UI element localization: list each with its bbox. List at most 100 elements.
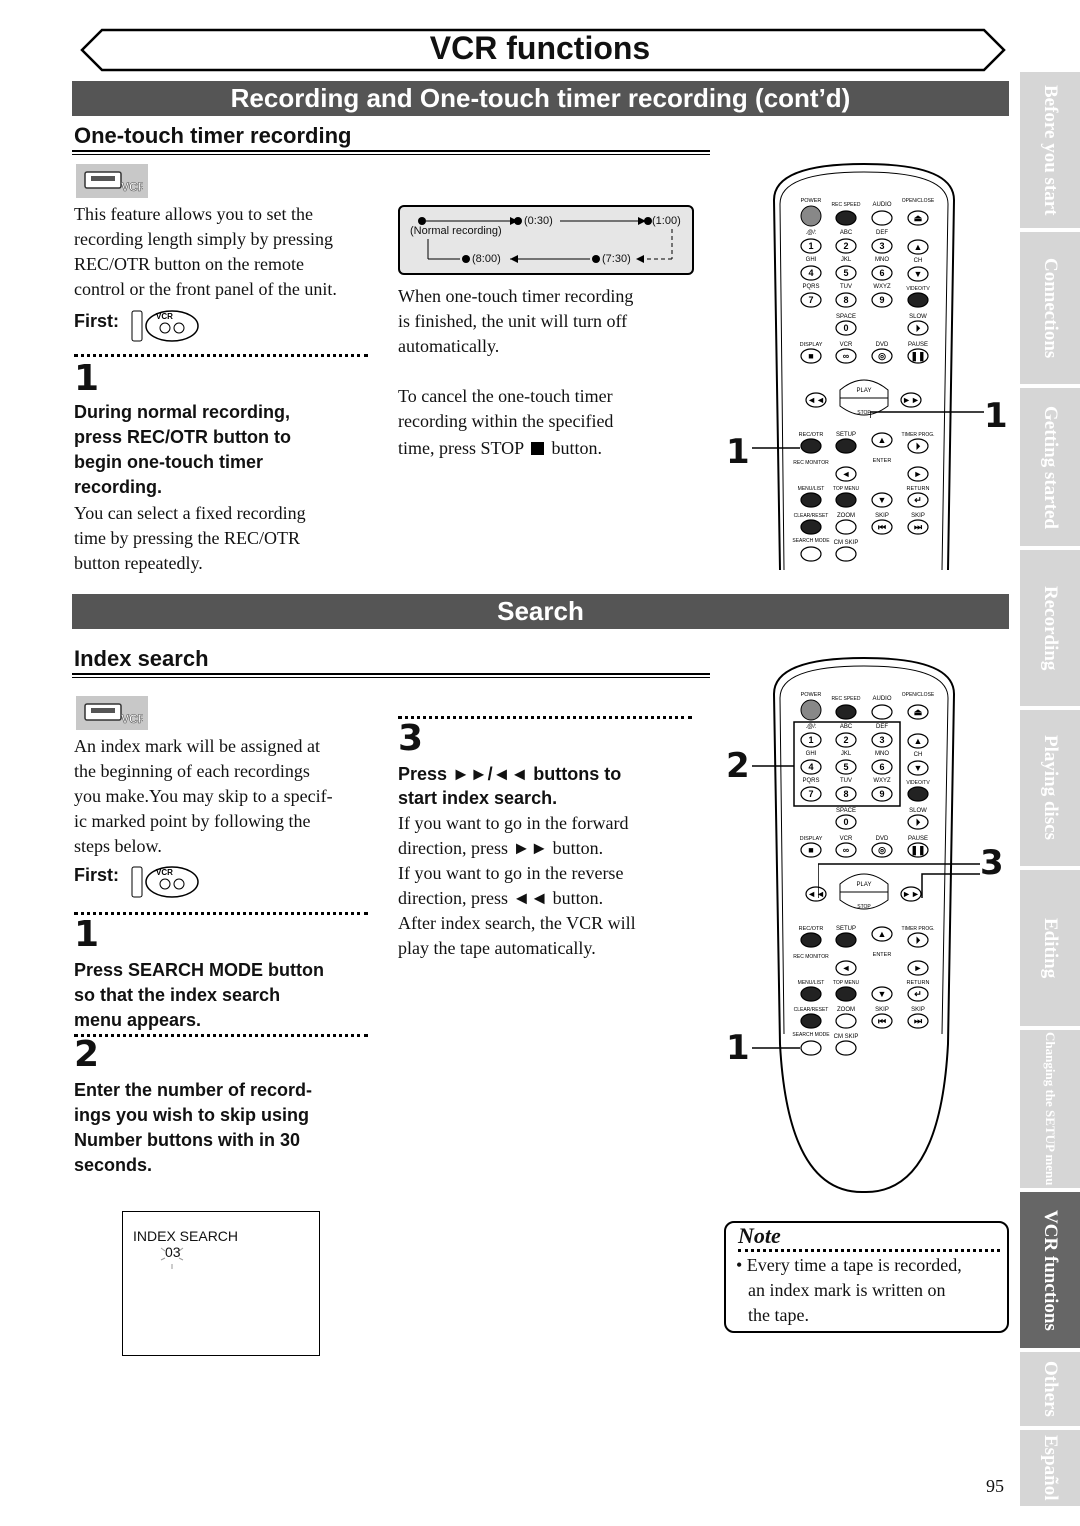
top-menu-button[interactable] — [835, 492, 857, 508]
rec-otr-button[interactable] — [800, 932, 822, 948]
number-button-2[interactable]: 2 — [835, 732, 857, 748]
timer-prog-button[interactable]: ⏵ — [907, 932, 929, 948]
ch-down-button[interactable]: ▼ — [907, 760, 929, 776]
left-button[interactable]: ◄ — [835, 466, 857, 482]
vcr-button[interactable]: ∞ — [835, 348, 857, 364]
video-tv-button[interactable] — [907, 292, 929, 308]
number-button-8[interactable]: 8 — [835, 292, 857, 308]
return-button[interactable]: ↵ — [907, 986, 929, 1002]
number-button-0[interactable]: 0 — [835, 814, 857, 830]
down-button[interactable]: ▼ — [871, 492, 893, 508]
number-button-4[interactable]: 4 — [800, 759, 822, 775]
left-button[interactable]: ◄ — [835, 960, 857, 976]
svg-text:▲: ▲ — [878, 929, 887, 939]
audio-button[interactable] — [871, 704, 893, 720]
number-button-8[interactable]: 8 — [835, 786, 857, 802]
side-tab-recording[interactable]: Recording — [1020, 550, 1080, 706]
rec-speed-button[interactable] — [835, 704, 857, 720]
remote-label: OPEN/CLOSE — [902, 198, 935, 204]
clear-reset-button[interactable] — [800, 1013, 822, 1029]
number-button-6[interactable]: 6 — [871, 759, 893, 775]
clear-reset-button[interactable] — [800, 519, 822, 535]
pause-button[interactable]: ❚❚ — [907, 842, 929, 858]
number-button-0[interactable]: 0 — [835, 320, 857, 336]
cm-skip-button[interactable] — [835, 1040, 857, 1056]
number-button-7[interactable]: 7 — [800, 786, 822, 802]
remote-label: CM SKIP — [834, 1034, 859, 1040]
zoom-button[interactable] — [835, 519, 857, 535]
rec-speed-button[interactable] — [835, 210, 857, 226]
number-button-4[interactable]: 4 — [800, 265, 822, 281]
number-button-2[interactable]: 2 — [835, 238, 857, 254]
right-button[interactable]: ► — [907, 960, 929, 976]
power-button[interactable] — [800, 205, 822, 227]
up-button[interactable]: ▲ — [871, 926, 893, 942]
down-button[interactable]: ▼ — [871, 986, 893, 1002]
svg-text:4: 4 — [808, 762, 813, 772]
skip-back-button[interactable]: ⏮ — [871, 519, 893, 535]
dvd-button[interactable]: ◎ — [871, 348, 893, 364]
callout-line-3 — [818, 863, 980, 898]
open-close-button[interactable]: ⏏ — [907, 704, 929, 720]
number-button-6[interactable]: 6 — [871, 265, 893, 281]
right-button[interactable]: ► — [907, 466, 929, 482]
number-button-1[interactable]: 1 — [800, 732, 822, 748]
search-mode-button[interactable] — [800, 546, 822, 562]
rec-otr-button[interactable] — [800, 438, 822, 454]
rewind-button[interactable]: ◄◄ — [805, 886, 827, 902]
side-tab-before-you-start[interactable]: Before you start — [1020, 72, 1080, 228]
zoom-button[interactable] — [835, 1013, 857, 1029]
transport-pad[interactable] — [839, 873, 889, 910]
setup-button[interactable] — [835, 932, 857, 948]
side-tab-setup-menu[interactable]: Changing the SETUP menu — [1020, 1030, 1080, 1188]
vcr-badge: VCR — [76, 696, 148, 730]
number-button-7[interactable]: 7 — [800, 292, 822, 308]
search-mode-button[interactable] — [800, 1040, 822, 1056]
side-tab-playing-discs[interactable]: Playing discs — [1020, 710, 1080, 866]
skip-forward-button[interactable]: ⏭ — [907, 519, 929, 535]
number-button-5[interactable]: 5 — [835, 265, 857, 281]
number-button-3[interactable]: 3 — [871, 238, 893, 254]
rewind-button[interactable]: ◄◄ — [805, 392, 827, 408]
top-menu-button[interactable] — [835, 986, 857, 1002]
video-tv-button[interactable] — [907, 786, 929, 802]
slow-button[interactable]: ⏵ — [907, 320, 929, 336]
transport-pad[interactable] — [839, 379, 889, 416]
display-button[interactable]: ■ — [800, 842, 822, 858]
number-button-9[interactable]: 9 — [871, 786, 893, 802]
fast-forward-button[interactable]: ►► — [900, 392, 922, 408]
number-button-3[interactable]: 3 — [871, 732, 893, 748]
remote-label: GHI — [806, 257, 817, 263]
side-tab-editing[interactable]: Editing — [1020, 870, 1080, 1026]
vcr-button[interactable]: ∞ — [835, 842, 857, 858]
cm-skip-button[interactable] — [835, 546, 857, 562]
skip-back-button[interactable]: ⏮ — [871, 1013, 893, 1029]
menu-list-button[interactable] — [800, 986, 822, 1002]
menu-list-button[interactable] — [800, 492, 822, 508]
number-button-9[interactable]: 9 — [871, 292, 893, 308]
ch-down-button[interactable]: ▼ — [907, 266, 929, 282]
pause-button[interactable]: ❚❚ — [907, 348, 929, 364]
return-button[interactable]: ↵ — [907, 492, 929, 508]
skip-forward-button[interactable]: ⏭ — [907, 1013, 929, 1029]
side-tab-espanol[interactable]: Español — [1020, 1430, 1080, 1506]
ch-up-button[interactable]: ▲ — [907, 733, 929, 749]
audio-button[interactable] — [871, 210, 893, 226]
side-tab-others[interactable]: Others — [1020, 1352, 1080, 1426]
slow-button[interactable]: ⏵ — [907, 814, 929, 830]
ch-up-button[interactable]: ▲ — [907, 239, 929, 255]
timer-prog-button[interactable]: ⏵ — [907, 438, 929, 454]
remote-label: REC SPEED — [832, 696, 861, 702]
open-close-button[interactable]: ⏏ — [907, 210, 929, 226]
side-tab-vcr-functions[interactable]: VCR functions — [1020, 1192, 1080, 1348]
setup-button[interactable] — [835, 438, 857, 454]
side-tab-getting-started[interactable]: Getting started — [1020, 388, 1080, 546]
number-button-1[interactable]: 1 — [800, 238, 822, 254]
display-button[interactable]: ■ — [800, 348, 822, 364]
number-button-5[interactable]: 5 — [835, 759, 857, 775]
power-button[interactable] — [800, 699, 822, 721]
dvd-button[interactable]: ◎ — [871, 842, 893, 858]
up-button[interactable]: ▲ — [871, 432, 893, 448]
fast-forward-button[interactable]: ►► — [900, 886, 922, 902]
side-tab-connections[interactable]: Connections — [1020, 232, 1080, 384]
